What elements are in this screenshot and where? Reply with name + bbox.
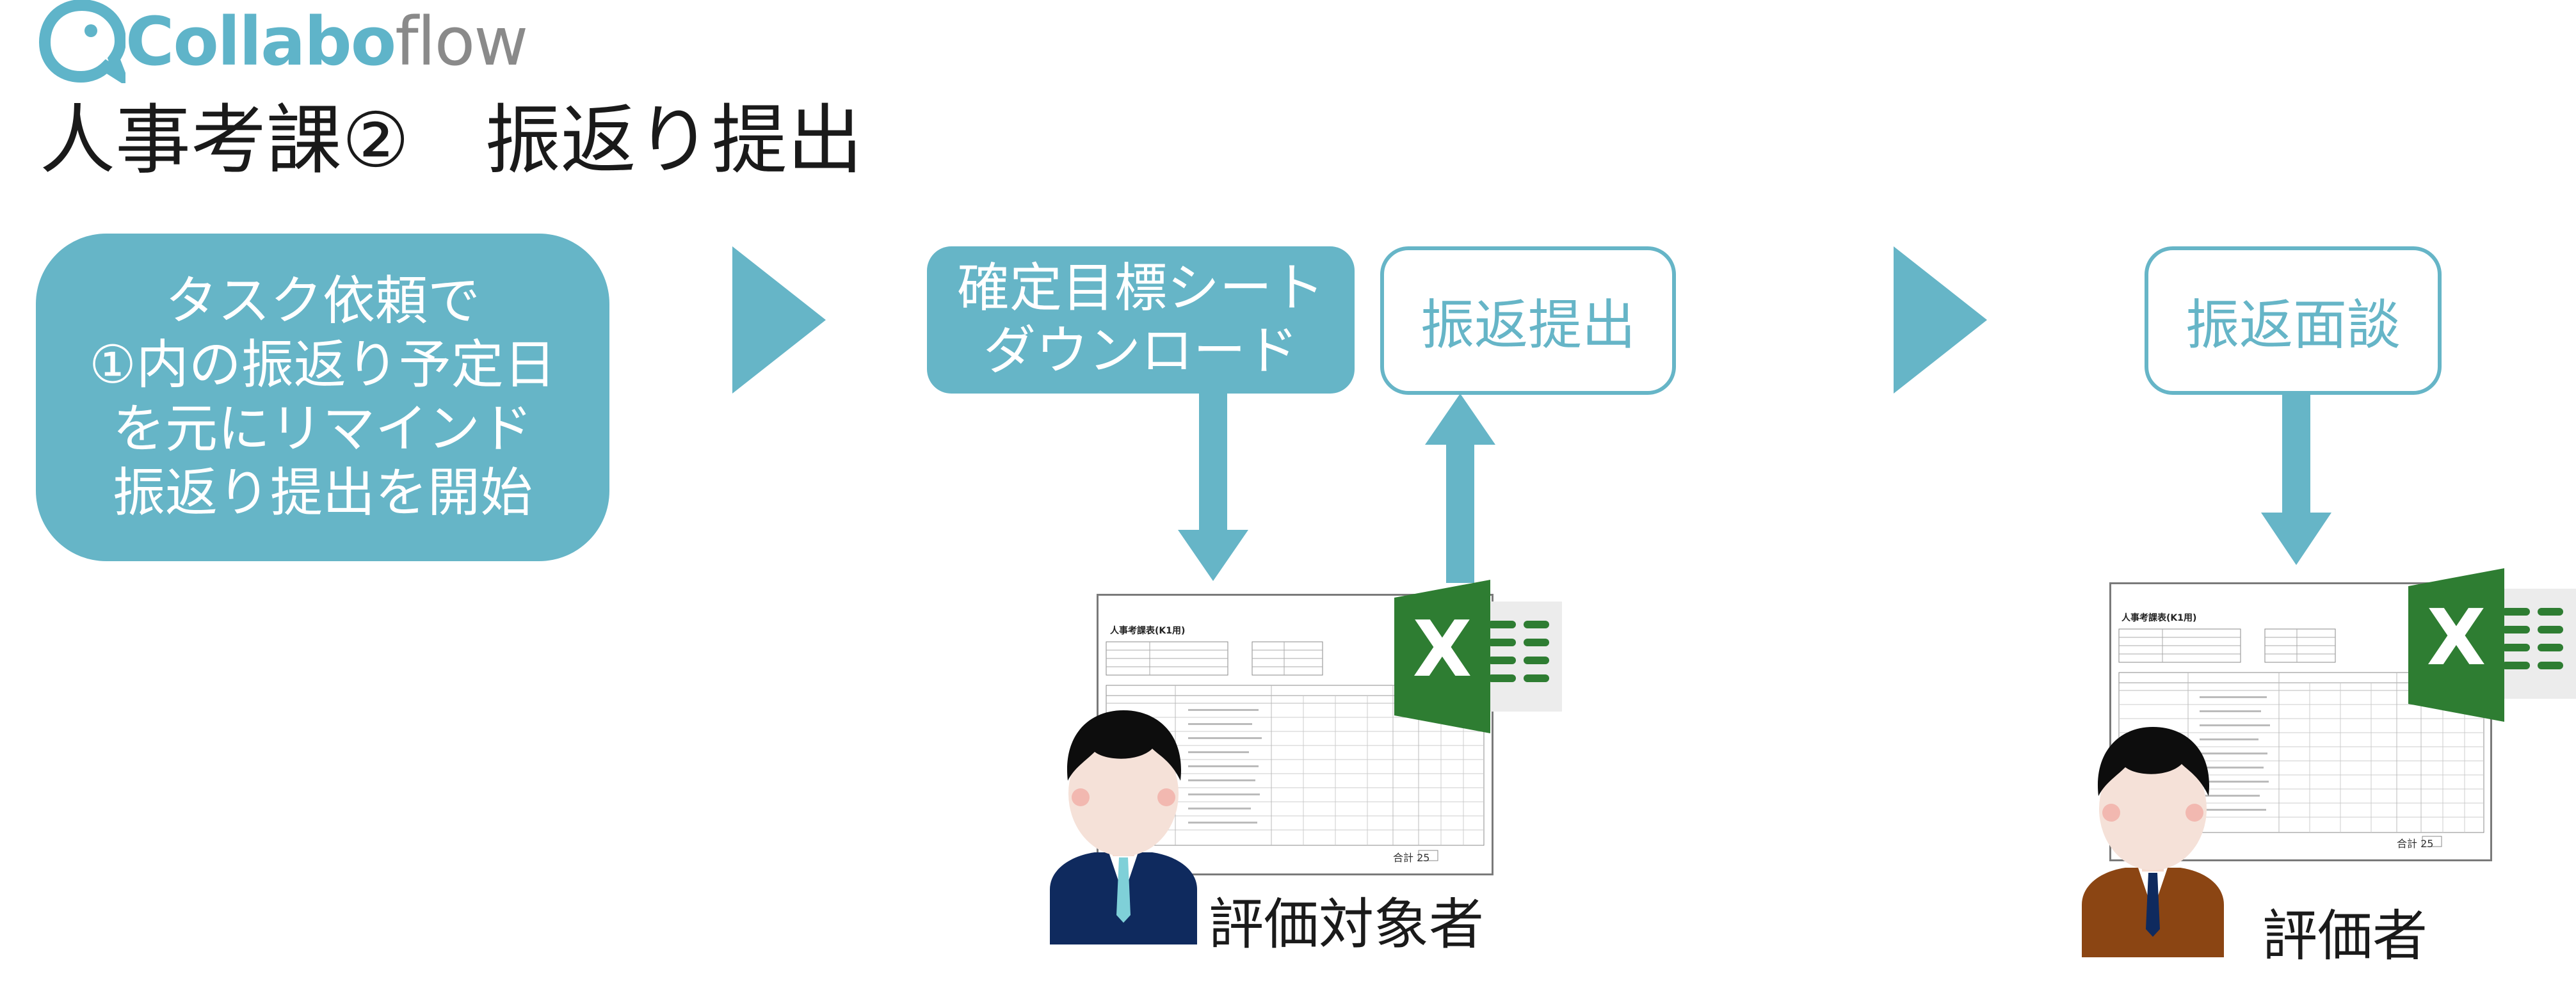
collaboflow-logo: Collaboflow [38,0,528,83]
down-arrow-download [1178,392,1248,581]
excel-lines [2502,608,2563,669]
task-line-1: タスク依頼で [165,270,480,331]
logo-word-part2: flow [395,3,528,81]
person-evaluator-avatar [2082,727,2224,957]
flow-arrow-1 [732,246,826,394]
sheet-total-label: 合計 [2397,838,2418,850]
task-request-box: タスク依頼で ①内の振返り予定日 を元にリマインド 振返り提出を開始 [36,234,609,561]
submit-review-label: 振返提出 [1420,293,1636,356]
excel-lines [1488,621,1549,682]
sheet-table-grid [1106,641,1485,861]
down-arrow-interview [2261,394,2331,565]
page-title: 人事考課② 振返り提出 [40,96,863,184]
person-evaluator-label: 評価者 [2262,904,2427,968]
logo-wordmark: Collaboflow [125,8,528,75]
flow-arrow-2 [1894,246,1987,394]
review-interview-label: 振返面談 [2185,293,2401,356]
logo-word-part1: Collabo [125,3,396,81]
sheet-total-value: 25 [2420,838,2434,850]
logo-icon [38,0,125,83]
person-target-avatar [1050,710,1197,944]
download-line-1: 確定目標シート [956,257,1324,319]
sheet-total-value: 25 [1417,852,1430,864]
download-sheet-box: 確定目標シート ダウンロード [927,246,1355,394]
task-line-4: 振返り提出を開始 [112,463,533,524]
download-line-2: ダウンロード [983,321,1298,381]
sheet-total: 合計 25 [1393,849,1429,865]
up-arrow-submit [1425,394,1495,583]
sheet-title: 人事考課表(K1用) [2121,613,2197,623]
excel-icon-letter: X [2427,594,2486,683]
excel-icon-letter: X [1413,605,1472,694]
person-target-label: 評価対象者 [1209,893,1484,957]
task-line-2: ①内の振返り予定日 [89,334,556,395]
sheet-total-label: 合計 [1393,852,1414,864]
excel-icon: X [1394,580,1490,733]
sheet-total: 合計 25 [2397,835,2433,850]
sheet-title: 人事考課表(K1用) [1110,626,1186,636]
excel-icon: X [2408,568,2504,722]
review-interview-box: 振返面談 [2145,246,2442,395]
task-line-3: を元にリマインド [112,399,533,459]
submit-review-box: 振返提出 [1380,246,1676,395]
